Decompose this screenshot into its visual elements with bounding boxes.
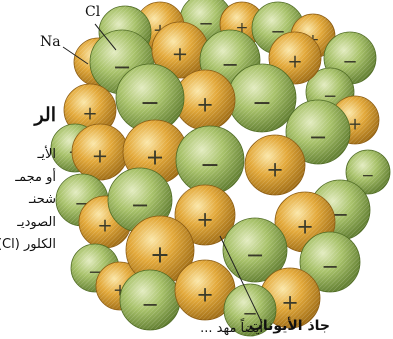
cation-sign: + [196,282,214,306]
cation-sign: + [266,157,284,181]
cation-sign: + [296,214,314,238]
body-line: الأيـ [0,144,56,167]
cation-sign: + [92,145,108,168]
chloride-label: Cl [85,4,100,20]
body-text: الأيـ أو مجمـ شحنـ الصوديـ الكلور (Cl) [0,144,56,257]
sodium-ion: + [245,135,305,195]
ion-attraction-caption: جاذ الأيونات [249,318,330,334]
anion-sign: − [131,192,150,218]
cation-sign: + [172,43,188,66]
anion-sign: − [200,151,220,179]
cation-sign: + [287,52,302,73]
anion-sign: − [141,292,159,316]
chloride-ion: − [176,126,244,194]
cation-sign: + [150,241,170,269]
cation-sign: + [281,290,299,314]
anion-sign: − [309,124,328,150]
cation-sign: + [196,92,214,116]
anion-sign: − [252,89,272,117]
cation-sign: + [146,144,165,170]
chloride-ion: − [120,270,180,330]
sodium-label: Na [40,34,61,50]
anion-sign: − [140,89,160,117]
anion-sign: − [342,52,357,73]
body-line: شحنـ [0,189,56,212]
cation-sign: + [97,216,112,237]
chloride-ion: − [228,64,296,132]
cation-sign: + [82,104,97,125]
anion-sign: − [246,242,265,268]
anion-sign: − [362,166,375,184]
anion-sign: − [321,254,339,278]
section-heading: الر [34,104,56,126]
body-line: الصوديـ [0,212,56,235]
cation-sign: + [196,207,214,231]
anion-sign: − [221,52,239,76]
body-line: الكلور (Cl) [0,234,56,257]
body-line: أو مجمـ [0,167,56,190]
sodium-ion: + [72,124,128,180]
